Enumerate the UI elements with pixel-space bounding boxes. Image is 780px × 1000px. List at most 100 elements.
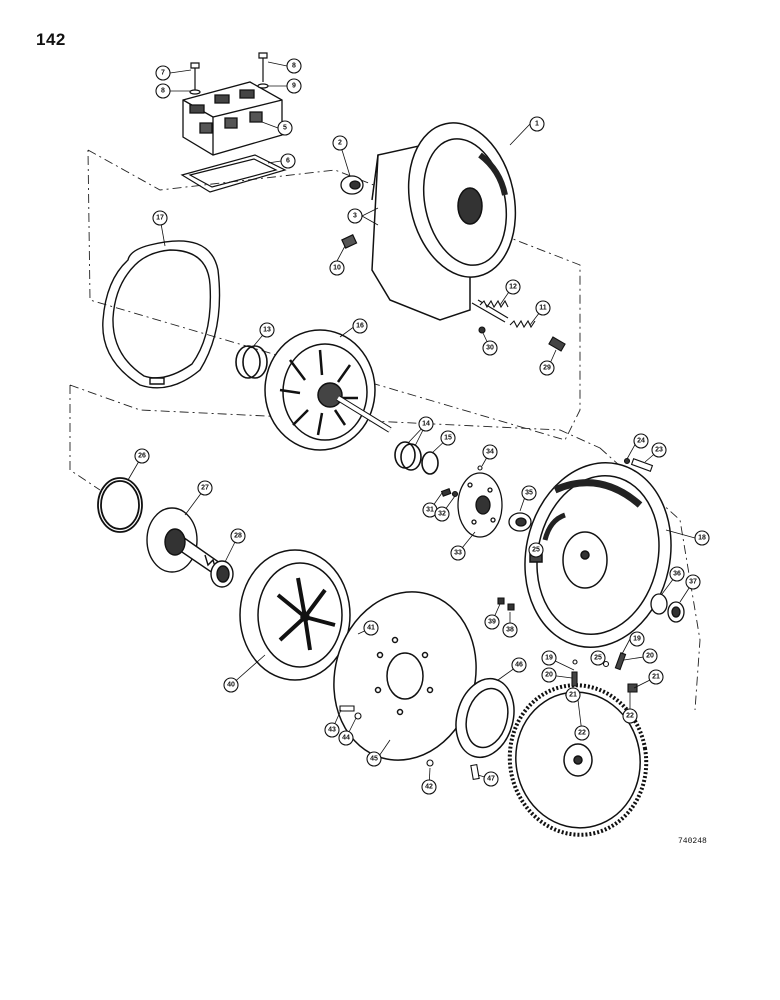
callout-47: 47 — [483, 771, 499, 787]
svg-text:22: 22 — [578, 730, 586, 737]
svg-text:10: 10 — [333, 265, 341, 272]
callout-38: 38 — [502, 622, 518, 638]
svg-text:32: 32 — [438, 511, 446, 518]
svg-text:9: 9 — [292, 83, 296, 90]
svg-text:12: 12 — [509, 284, 517, 291]
callout-35: 35 — [521, 485, 537, 501]
impeller-40 — [240, 550, 350, 680]
svg-text:47: 47 — [487, 776, 495, 783]
svg-text:2: 2 — [338, 140, 342, 147]
callout-17: 17 — [152, 210, 168, 226]
callout-9: 9 — [286, 78, 302, 94]
callout-37: 37 — [685, 574, 701, 590]
callout-13: 13 — [259, 322, 275, 338]
callout-41: 41 — [363, 620, 379, 636]
upper-group-outline — [87, 149, 581, 441]
valve-bolts — [190, 53, 268, 94]
svg-text:20: 20 — [646, 653, 654, 660]
callout-40: 40 — [223, 677, 239, 693]
seal-35 — [509, 513, 531, 531]
spring-valve-11-12 — [472, 300, 565, 351]
seal-36-37 — [651, 594, 684, 622]
callout-6: 6 — [280, 153, 296, 169]
callout-23: 23 — [651, 442, 667, 458]
plug-10 — [342, 235, 357, 248]
callout-20b: 20 — [642, 648, 658, 664]
svg-text:8: 8 — [292, 63, 296, 70]
svg-text:41: 41 — [367, 625, 375, 632]
callout-39: 39 — [484, 614, 500, 630]
callout-15: 15 — [440, 430, 456, 446]
svg-text:25: 25 — [532, 547, 540, 554]
svg-text:11: 11 — [539, 305, 547, 312]
svg-text:16: 16 — [356, 323, 364, 330]
ring-46 — [448, 672, 523, 764]
svg-text:15: 15 — [444, 435, 452, 442]
callout-16: 16 — [352, 318, 368, 334]
gasket-17 — [103, 241, 220, 388]
callout-42: 42 — [421, 779, 437, 795]
callout-3: 3 — [347, 208, 363, 224]
rings-13 — [236, 346, 267, 378]
svg-text:7: 7 — [161, 70, 165, 77]
control-valve-body — [183, 82, 282, 155]
svg-text:44: 44 — [342, 735, 350, 742]
svg-text:6: 6 — [286, 158, 290, 165]
svg-text:39: 39 — [488, 619, 496, 626]
svg-text:36: 36 — [673, 571, 681, 578]
callout-21b: 21 — [565, 687, 581, 703]
svg-text:37: 37 — [689, 579, 697, 586]
callout-8b: 8 — [286, 58, 302, 74]
callout-27: 27 — [197, 480, 213, 496]
svg-text:5: 5 — [283, 125, 287, 132]
svg-text:23: 23 — [655, 447, 663, 454]
svg-text:22: 22 — [626, 713, 634, 720]
callout-19a: 19 — [541, 650, 557, 666]
callout-10: 10 — [329, 260, 345, 276]
svg-text:35: 35 — [525, 490, 533, 497]
svg-text:28: 28 — [234, 533, 242, 540]
callout-44: 44 — [338, 730, 354, 746]
callout-20a: 20 — [541, 667, 557, 683]
callout-11: 11 — [535, 300, 551, 316]
seal-2 — [341, 176, 363, 194]
callout-14: 14 — [418, 416, 434, 432]
transmission-housing — [372, 113, 529, 320]
svg-text:34: 34 — [486, 449, 494, 456]
callout-22a: 22 — [622, 708, 638, 724]
turbine-16 — [265, 330, 390, 450]
flywheel — [498, 674, 658, 845]
svg-text:21: 21 — [652, 674, 660, 681]
callout-25b: 25 — [590, 650, 606, 666]
callout-5: 5 — [277, 120, 293, 136]
svg-text:45: 45 — [370, 756, 378, 763]
svg-text:26: 26 — [138, 453, 146, 460]
svg-text:43: 43 — [328, 727, 336, 734]
callout-26: 26 — [134, 448, 150, 464]
callout-46: 46 — [511, 657, 527, 673]
svg-text:40: 40 — [227, 682, 235, 689]
callout-7: 7 — [155, 65, 171, 81]
callout-29a: 29 — [539, 360, 555, 376]
svg-text:29: 29 — [543, 365, 551, 372]
svg-text:18: 18 — [698, 535, 706, 542]
callout-18: 18 — [694, 530, 710, 546]
svg-text:42: 42 — [425, 784, 433, 791]
valve-gasket — [182, 155, 285, 192]
callout-21a: 21 — [648, 669, 664, 685]
callout-45: 45 — [366, 751, 382, 767]
callout-8a: 8 — [155, 83, 171, 99]
washer-42 — [427, 760, 433, 766]
svg-text:1: 1 — [535, 121, 539, 128]
svg-text:13: 13 — [263, 327, 271, 334]
callout-34: 34 — [482, 444, 498, 460]
callout-1: 1 — [529, 116, 545, 132]
svg-text:46: 46 — [515, 662, 523, 669]
ring-28 — [211, 561, 233, 587]
page-number: 142 — [36, 30, 66, 49]
bolt-47 — [471, 765, 479, 780]
svg-text:3: 3 — [353, 213, 357, 220]
lower-group-outline — [69, 384, 701, 711]
callout-19b: 19 — [629, 631, 645, 647]
svg-text:14: 14 — [422, 421, 430, 428]
